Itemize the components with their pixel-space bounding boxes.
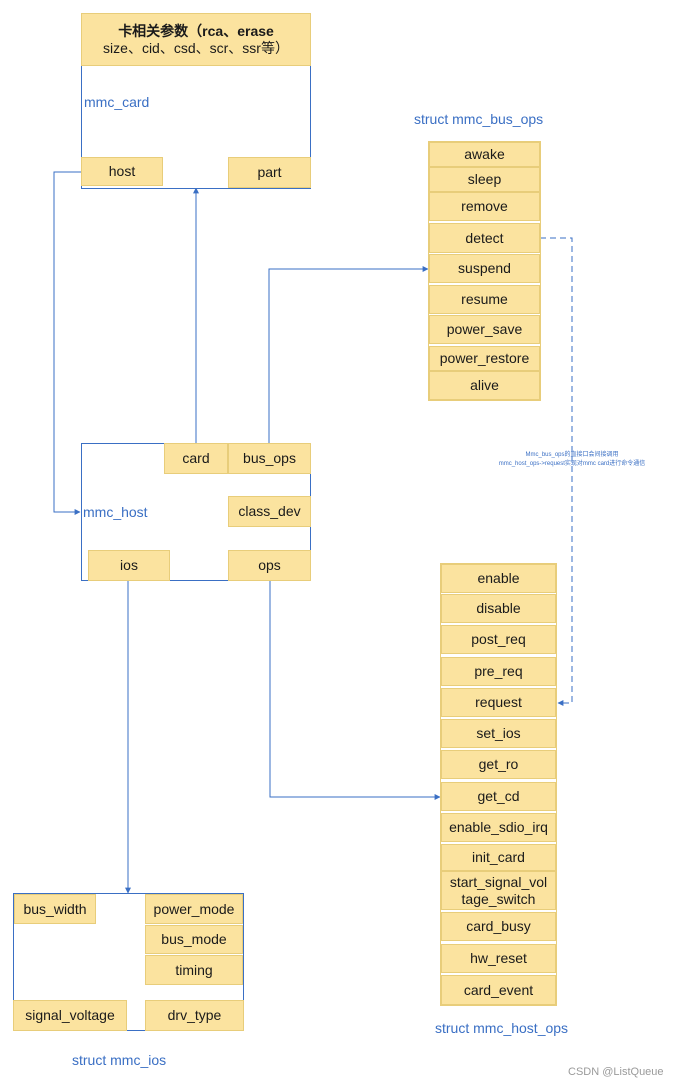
mmc-host-class-dev-field: class_dev xyxy=(228,496,311,527)
host-ops-item-enable: enable xyxy=(441,564,556,593)
arrow-bus-ops-to-struct xyxy=(268,266,429,443)
bus-ops-item-power-save: power_save xyxy=(429,315,540,344)
mmc-card-header: 卡相关参数（rca、erase size、cid、csd、scr、ssr等） xyxy=(81,13,311,66)
bus-ops-item-alive: alive xyxy=(429,371,540,400)
host-ops-item-card-busy: card_busy xyxy=(441,912,556,941)
host-ops-item-set-ios: set_ios xyxy=(441,719,556,748)
bus-ops-item-resume: resume xyxy=(429,285,540,314)
mmc-card-header-line2: size、cid、csd、scr、ssr等） xyxy=(103,39,289,56)
mmc-ios-title: struct mmc_ios xyxy=(72,1052,167,1068)
mmc-host-ios-field: ios xyxy=(88,550,170,581)
mmc-card-part-field: part xyxy=(228,157,311,188)
mmc-card-label: mmc_card xyxy=(84,94,150,110)
ios-power-mode-field: power_mode xyxy=(145,894,243,924)
bus-ops-annotation: Mmc_bus_ops的直接口会间接调用 mmc_host_ops->reque… xyxy=(486,451,658,469)
mmc-host-bus-ops-field: bus_ops xyxy=(228,443,311,474)
arrow-ops-to-host-ops xyxy=(269,581,441,800)
mmc-bus-ops-title: struct mmc_bus_ops xyxy=(414,111,544,127)
host-ops-item-disable: disable xyxy=(441,594,556,623)
csdn-watermark: CSDN @ListQueue xyxy=(568,1066,664,1078)
host-ops-item-get-cd: get_cd xyxy=(441,782,556,811)
mmc-card-host-field: host xyxy=(81,157,163,186)
bus-ops-item-awake: awake xyxy=(429,142,540,167)
host-ops-item-init-card: init_card xyxy=(441,844,556,871)
bus-ops-item-sleep: sleep xyxy=(429,167,540,192)
bus-ops-item-power-restore: power_restore xyxy=(429,346,540,371)
start-signal-voltage-switch-line2: tage_switch xyxy=(461,890,536,907)
ios-bus-width-field: bus_width xyxy=(14,894,96,924)
host-ops-item-card-event: card_event xyxy=(441,975,556,1005)
host-ops-item-hw-reset: hw_reset xyxy=(441,944,556,973)
ios-drv-type-field: drv_type xyxy=(145,1000,244,1031)
ios-bus-mode-field: bus_mode xyxy=(145,925,243,954)
start-signal-voltage-switch-line1: start_signal_vol xyxy=(449,873,548,890)
host-ops-item-enable-sdio-irq: enable_sdio_irq xyxy=(441,813,556,842)
bus-ops-item-remove: remove xyxy=(429,192,540,221)
host-ops-item-get-ro: get_ro xyxy=(441,750,556,779)
mmc-host-card-field: card xyxy=(164,443,228,474)
annotation-line1: Mmc_bus_ops的直接口会间接调用 xyxy=(525,452,619,458)
mmc-host-ops-field: ops xyxy=(228,550,311,581)
bus-ops-item-suspend: suspend xyxy=(429,254,540,283)
annotation-line2: mmc_host_ops->request实现对mmc card进行命令通信 xyxy=(498,461,646,467)
host-ops-item-start-signal-voltage-switch: start_signal_vol tage_switch xyxy=(441,871,556,910)
ios-timing-field: timing xyxy=(145,955,243,985)
host-ops-item-request: request xyxy=(441,688,556,717)
mmc-host-ops-title: struct mmc_host_ops xyxy=(435,1020,569,1036)
mmc-host-label: mmc_host xyxy=(83,504,148,520)
bus-ops-item-detect: detect xyxy=(429,223,540,253)
host-ops-item-post-req: post_req xyxy=(441,625,556,654)
arrow-detect-to-request-dashed xyxy=(540,237,573,706)
mmc-card-header-line1: 卡相关参数（rca、erase xyxy=(118,22,274,39)
ios-signal-voltage-field: signal_voltage xyxy=(13,1000,127,1031)
host-ops-item-pre-req: pre_req xyxy=(441,657,556,686)
arrow-host-to-mmc-host xyxy=(53,171,81,515)
